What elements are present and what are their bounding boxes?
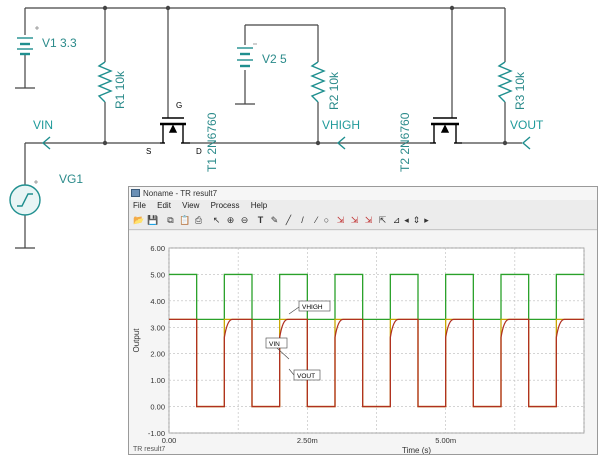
y-tick-label: 0.00 (150, 403, 165, 412)
net-label-vin: VIN (33, 118, 54, 132)
v2-label: V2 5 (262, 52, 287, 66)
series-label: VOUT (297, 373, 315, 380)
save-icon[interactable]: 💾 (147, 215, 159, 225)
x-axis-label: Time (s) (402, 446, 431, 455)
t1-label: T1 2N6760 (205, 112, 219, 172)
pin-d-label: D (196, 147, 202, 156)
menu-file[interactable]: File (133, 201, 146, 210)
battery-v1-symbol (17, 37, 33, 56)
zoom-in-icon[interactable]: ⊕ (226, 215, 235, 225)
series-line-vhigh (169, 273, 584, 321)
window-title: Noname - TR result7 (143, 189, 218, 198)
vg1-label: VG1 (59, 172, 84, 186)
menu-help[interactable]: Help (250, 201, 268, 210)
mosfet-t2-symbol (430, 117, 462, 144)
battery-v2-symbol (237, 47, 253, 68)
arrow-left-icon[interactable]: ◂ (404, 215, 409, 225)
resistor-r2-symbol (310, 61, 326, 103)
series-label-box (298, 300, 331, 312)
junction (449, 5, 455, 11)
print-icon[interactable]: ⎙ (194, 215, 203, 225)
status-tab[interactable]: TR result7 (133, 446, 166, 453)
resistor-r1-symbol (97, 61, 113, 103)
line-icon[interactable]: ⁄ (315, 215, 318, 225)
series-label-leader (288, 368, 295, 376)
line-icon[interactable]: / (301, 215, 304, 225)
y-tick-label: -1.00 (148, 429, 165, 438)
x-tick-label: 5.00m (435, 436, 456, 445)
open-icon[interactable]: 📂 (133, 215, 145, 225)
app-icon (131, 189, 140, 197)
arrow-right-icon[interactable]: ▸ (424, 215, 429, 225)
paste-icon[interactable]: 📋 (179, 215, 191, 225)
y-tick-label: 6.00 (150, 244, 165, 253)
mosfet-t1-symbol (160, 117, 190, 144)
resistor-r3-symbol (497, 61, 513, 103)
y-tick-label: 1.00 (150, 376, 165, 385)
cursor-c-icon[interactable]: ⇲ (364, 215, 373, 225)
arrow-updown-icon[interactable]: ⇕ (412, 215, 421, 225)
y-tick-label: 3.00 (150, 323, 165, 332)
y-tick-label: 5.00 (150, 270, 165, 279)
menu-process[interactable]: Process (210, 201, 240, 210)
cursor-a-icon[interactable]: ⇲ (336, 215, 345, 225)
y-axis-label: Output (132, 328, 141, 353)
x-tick-label: 2.50m (297, 436, 318, 445)
pencil-icon[interactable]: ✎ (270, 215, 279, 225)
junction (315, 140, 321, 146)
function-generator-vg1-symbol (9, 184, 41, 216)
pin-s-label: S (146, 147, 152, 156)
net-arrow-vin (41, 136, 51, 150)
text-icon[interactable]: T (257, 215, 264, 225)
window-title-bar[interactable]: Noname - TR result7 (129, 187, 597, 200)
t2-label: T2 2N6760 (398, 112, 412, 172)
series-label: VIN (269, 341, 280, 348)
pointer-icon[interactable]: ↖ (212, 215, 221, 225)
junction (102, 5, 108, 11)
toolbar: 📂 💾 ⧉ 📋 ⎙ ↖ ⊕ ⊖ T ✎ ╱ / ⁄ ○ ⇲ ⇲ ⇲ ⇱ ⊿ ◂ … (129, 212, 597, 230)
series-label-box (265, 337, 288, 349)
menu-edit[interactable]: Edit (157, 201, 171, 210)
net-label-vhigh: VHIGH (322, 118, 361, 132)
zoom-out-icon[interactable]: ⊖ (240, 215, 249, 225)
net-arrow-vhigh (336, 136, 346, 150)
line-icon[interactable]: ╱ (285, 215, 292, 225)
menu-bar: File Edit View Process Help (129, 200, 597, 212)
junction (102, 140, 108, 146)
series-label-leader (288, 306, 300, 315)
cursor-b-icon[interactable]: ⇲ (350, 215, 359, 225)
junction (502, 140, 508, 146)
r2-label: R2 10k (327, 71, 341, 110)
ellipse-icon[interactable]: ○ (323, 215, 330, 225)
transient-result-window[interactable]: Noname - TR result7 File Edit View Proce… (128, 186, 598, 455)
x-tick-label: 0.00 (162, 436, 177, 445)
pin-g-label: G (176, 101, 183, 110)
r3-label: R3 10k (513, 71, 527, 110)
copy-icon[interactable]: ⧉ (167, 215, 174, 225)
cursor-e-icon[interactable]: ⊿ (392, 215, 401, 225)
y-tick-label: 4.00 (150, 297, 165, 306)
cursor-d-icon[interactable]: ⇱ (378, 215, 387, 225)
y-tick-label: 2.00 (150, 350, 165, 359)
menu-view[interactable]: View (182, 201, 200, 210)
junction (165, 5, 171, 11)
series-label-leader (276, 347, 290, 360)
net-label-vout: VOUT (510, 118, 544, 132)
r1-label: R1 10k (113, 70, 127, 109)
series-label: VHIGH (302, 304, 323, 311)
v1-label: V1 3.3 (42, 36, 77, 50)
net-arrow-vout (521, 136, 531, 150)
series-line-vout (169, 318, 584, 408)
